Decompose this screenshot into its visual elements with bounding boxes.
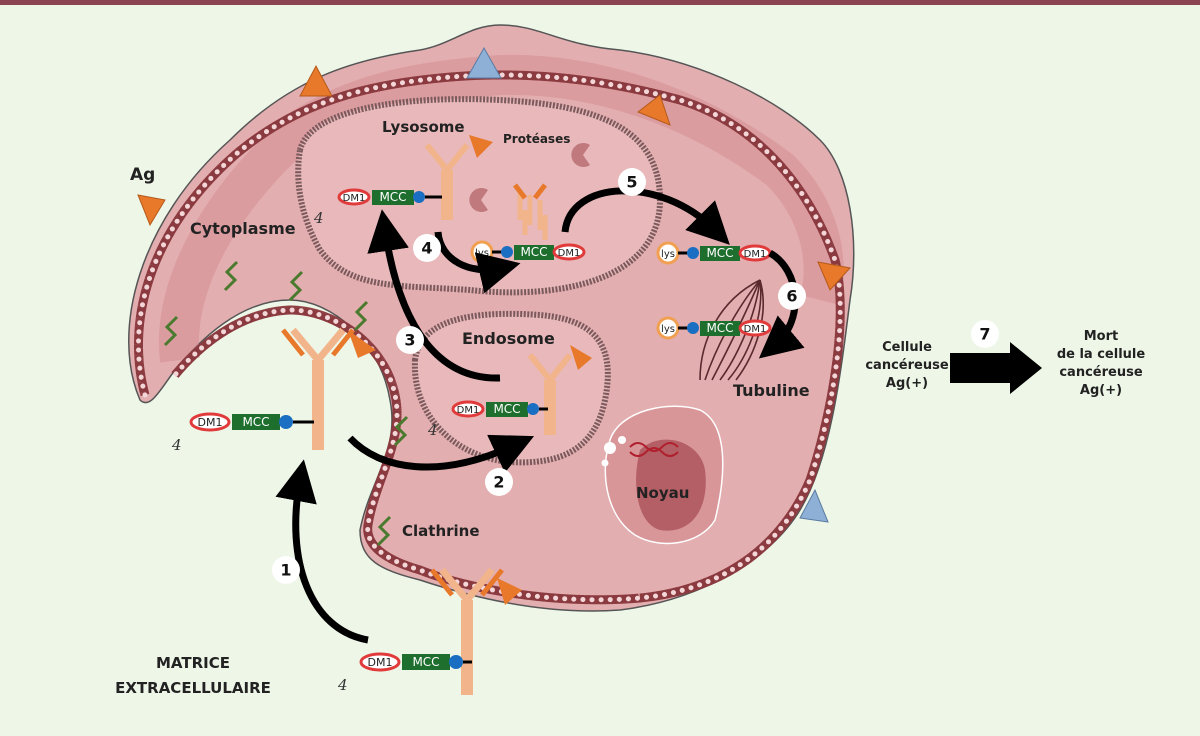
metabolite-tubulin: lys MCC DM1 [656, 316, 772, 340]
clathrin-icon [393, 415, 409, 447]
label-clathrine: Clathrine [402, 522, 480, 540]
svg-text:4: 4 [421, 239, 432, 258]
antigen-blue-icon [466, 46, 502, 79]
big-arrow-step-7 [950, 342, 1042, 394]
arrow-step-1 [275, 459, 369, 644]
clathrin-icon [163, 315, 179, 347]
mcc-label: MCC [706, 246, 733, 260]
mcc-label: MCC [706, 321, 733, 335]
nucleus [601, 405, 724, 545]
antigen-orange-icon [299, 64, 333, 97]
outcome-before: Cellule cancéreuse Ag(+) [865, 340, 948, 391]
svg-text:1: 1 [280, 561, 291, 580]
dm1-label: DM1 [368, 656, 393, 669]
outcome-after: Mort de la cellule cancéreuse Ag(+) [1057, 329, 1146, 398]
conjugate-extracellular: 4 DM1 MCC [337, 652, 472, 694]
lys-label: lys [661, 249, 675, 260]
svg-text:cancéreuse: cancéreuse [865, 358, 948, 373]
protease-icon [571, 142, 590, 167]
arrow-step-2 [347, 434, 535, 473]
dm1-label: DM1 [343, 193, 366, 204]
svg-text:Cellule: Cellule [882, 340, 932, 355]
arrow-step-3 [367, 209, 501, 382]
lys-label: lys [661, 324, 675, 335]
conjugate-endosome: 4 DM1 MCC [427, 400, 548, 439]
antibody-pit [281, 327, 376, 450]
antigen-blue-icon [799, 488, 829, 523]
step-badge-1: 1 [272, 556, 300, 584]
svg-text:Ag(+): Ag(+) [1080, 383, 1122, 398]
mcc-label: MCC [242, 415, 269, 429]
step-badge-7: 7 [971, 320, 999, 348]
antibody-extracellular [430, 567, 522, 695]
svg-text:5: 5 [626, 173, 637, 192]
label-matrice: MATRICE [156, 654, 230, 672]
svg-text:Mort: Mort [1084, 329, 1119, 344]
mcc-label: MCC [493, 402, 520, 416]
svg-text:3: 3 [404, 331, 415, 350]
dm1-label: DM1 [558, 248, 581, 259]
label-tubuline: Tubuline [733, 381, 810, 400]
top-border [0, 0, 1200, 5]
antigens [137, 46, 851, 523]
multiplier-label: 4 [427, 421, 438, 439]
protease-icon [469, 188, 488, 212]
label-noyau: Noyau [636, 484, 689, 502]
step-badge-4: 4 [413, 234, 441, 262]
endosome [411, 310, 611, 466]
dm1-label: DM1 [744, 249, 767, 260]
svg-text:cancéreuse: cancéreuse [1059, 365, 1142, 380]
mcc-label: MCC [412, 655, 439, 669]
step-badge-3: 3 [396, 326, 424, 354]
step-badge-5: 5 [618, 168, 646, 196]
arrow-step-4 [434, 231, 521, 294]
process-arrows [275, 187, 805, 644]
antigen-orange-icon [137, 194, 166, 227]
multiplier-label: 4 [171, 436, 182, 454]
svg-text:6: 6 [786, 287, 797, 306]
mcc-label: MCC [379, 190, 406, 204]
dna-icon [629, 442, 679, 452]
antigen-orange-icon [637, 94, 671, 126]
label-proteases: Protéases [503, 132, 570, 146]
multiplier-label: 4 [313, 209, 324, 227]
metabolite-cytoplasm: lys MCC DM1 [656, 241, 772, 265]
step-badge-6: 6 [778, 282, 806, 310]
step-badges: 1 2 3 4 5 6 7 [272, 168, 999, 584]
membrane-beads [136, 72, 843, 603]
metabolite-lysosome: lys MCC DM1 [470, 240, 586, 264]
mcc-label: MCC [520, 245, 547, 259]
label-extracellulaire: EXTRACELLULAIRE [115, 679, 271, 697]
lys-label: lys [475, 248, 489, 259]
step-badge-2: 2 [485, 468, 513, 496]
svg-text:Ag(+): Ag(+) [886, 376, 928, 391]
svg-text:de la cellule: de la cellule [1057, 347, 1146, 362]
svg-text:2: 2 [493, 473, 504, 492]
clathrin-icon [288, 270, 304, 302]
degraded-antibody-fragments [513, 183, 548, 240]
clathrin-icon [353, 300, 369, 332]
clathrin-icon [376, 515, 392, 547]
label-ag: Ag [130, 165, 155, 185]
conjugate-lysosome: 4 DM1 MCC [313, 188, 442, 227]
clathrin-icon [223, 260, 239, 292]
label-cytoplasme: Cytoplasme [190, 219, 296, 238]
conjugate-pit: 4 DM1 MCC [171, 412, 314, 454]
svg-text:7: 7 [979, 325, 990, 344]
multiplier-label: 4 [337, 676, 348, 694]
antibody-lysosome [424, 135, 493, 220]
clathrin [163, 260, 409, 547]
dm1-label: DM1 [457, 405, 480, 416]
label-endosome: Endosome [462, 329, 555, 348]
antigen-orange-icon [817, 261, 851, 291]
label-lysosome: Lysosome [382, 118, 465, 136]
dm1-label: DM1 [744, 324, 767, 335]
protease-icons [469, 142, 590, 212]
dm1-label: DM1 [198, 416, 223, 429]
